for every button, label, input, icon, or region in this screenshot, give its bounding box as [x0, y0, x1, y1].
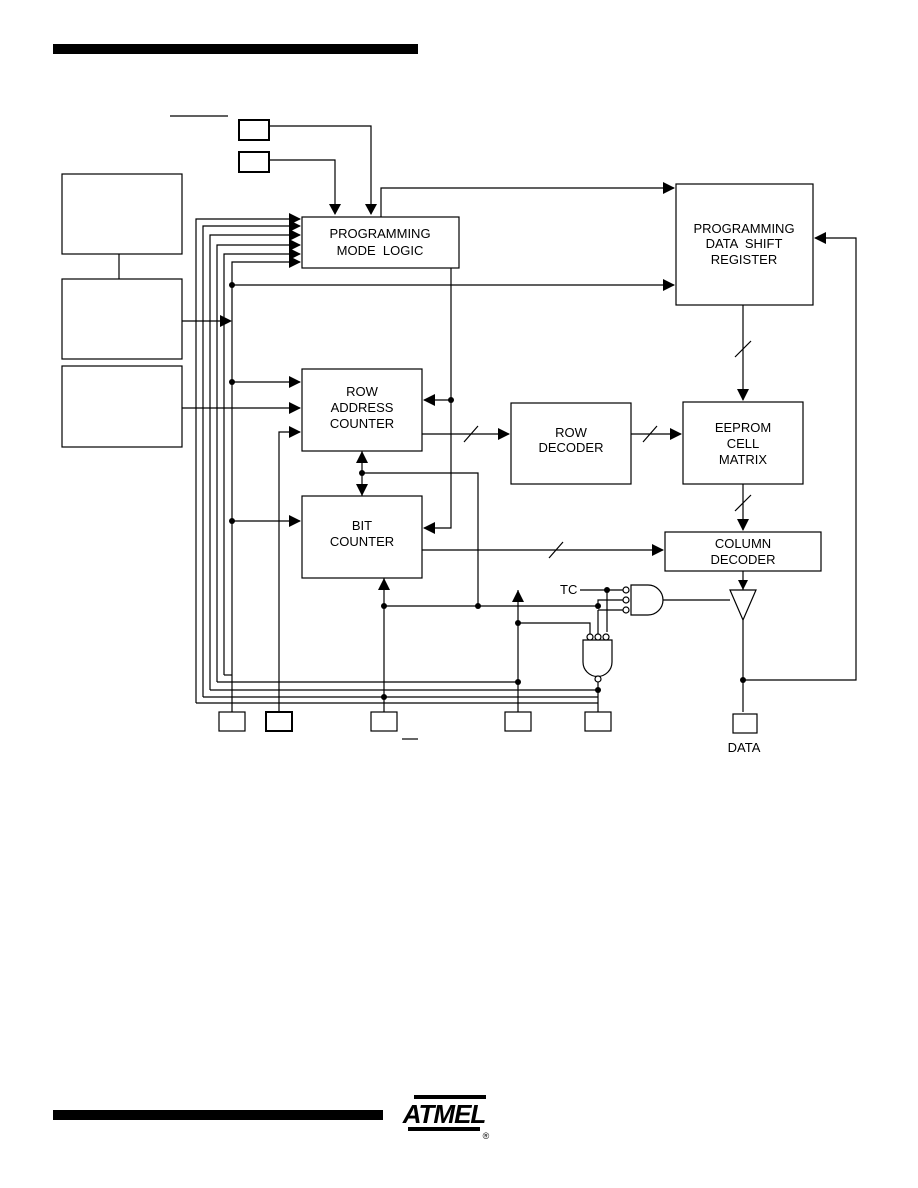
- left-block-2: [61, 278, 183, 360]
- shift-register-line2: DATA SHIFT: [706, 236, 783, 251]
- eeprom-line3: MATRIX: [719, 452, 767, 467]
- pin-bottom-4: [504, 711, 532, 732]
- wire-pin-top-2: [269, 159, 336, 214]
- bit-counter-block: BIT COUNTER: [301, 495, 423, 579]
- column-decoder-line2: DECODER: [710, 552, 775, 567]
- footer-bar: [53, 1110, 383, 1120]
- left-block-1: [61, 173, 183, 255]
- pin-data: [732, 713, 758, 734]
- registered-mark: ®: [483, 1131, 490, 1141]
- eeprom-line1: EEPROM: [715, 420, 771, 435]
- programming-mode-logic-block: PROGRAMMING MODE LOGIC: [301, 216, 460, 269]
- pin-top-2: [238, 151, 270, 173]
- data-label: DATA: [728, 740, 761, 755]
- header-bar: [53, 44, 418, 54]
- shift-register-line3: REGISTER: [711, 252, 777, 267]
- wire-pin-top-1: [269, 125, 372, 214]
- row-decoder-line1: ROW: [555, 425, 588, 440]
- wire-pml-to-shift-register: [380, 187, 674, 217]
- pin-bottom-3: [370, 711, 398, 732]
- pin-top-1: [238, 119, 270, 141]
- row-address-counter-line1: ROW: [346, 384, 379, 399]
- pin-bottom-1: [218, 711, 246, 732]
- atmel-logo: ATMEL ®: [402, 1095, 490, 1141]
- logo-text: ATMEL: [402, 1099, 486, 1129]
- eeprom-line2: CELL: [727, 436, 760, 451]
- programming-data-shift-register-block: PROGRAMMING DATA SHIFT REGISTER: [675, 183, 814, 306]
- nand-gate: [582, 639, 613, 678]
- pin-bottom-5: [584, 711, 612, 732]
- programming-mode-logic-line1: PROGRAMMING: [329, 226, 430, 241]
- eeprom-cell-matrix-block: EEPROM CELL MATRIX: [682, 401, 804, 485]
- programming-mode-logic-line2: MODE LOGIC: [337, 243, 424, 258]
- row-decoder-block: ROW DECODER: [510, 402, 632, 485]
- bit-counter-line1: BIT: [352, 518, 372, 533]
- row-address-counter-block: ROW ADDRESS COUNTER: [301, 368, 423, 452]
- output-buffer: [729, 589, 757, 622]
- pin-bottom-2: [265, 711, 293, 732]
- row-decoder-line2: DECODER: [538, 440, 603, 455]
- row-address-counter-line2: ADDRESS: [331, 400, 394, 415]
- row-address-counter-line3: COUNTER: [330, 416, 394, 431]
- and-gate: [630, 584, 664, 616]
- bit-counter-line2: COUNTER: [330, 534, 394, 549]
- tc-label: TC: [560, 582, 577, 597]
- left-block-3: [61, 365, 183, 448]
- shift-register-line1: PROGRAMMING: [693, 221, 794, 236]
- column-decoder-line1: COLUMN: [715, 536, 771, 551]
- column-decoder-block: COLUMN DECODER: [664, 531, 822, 572]
